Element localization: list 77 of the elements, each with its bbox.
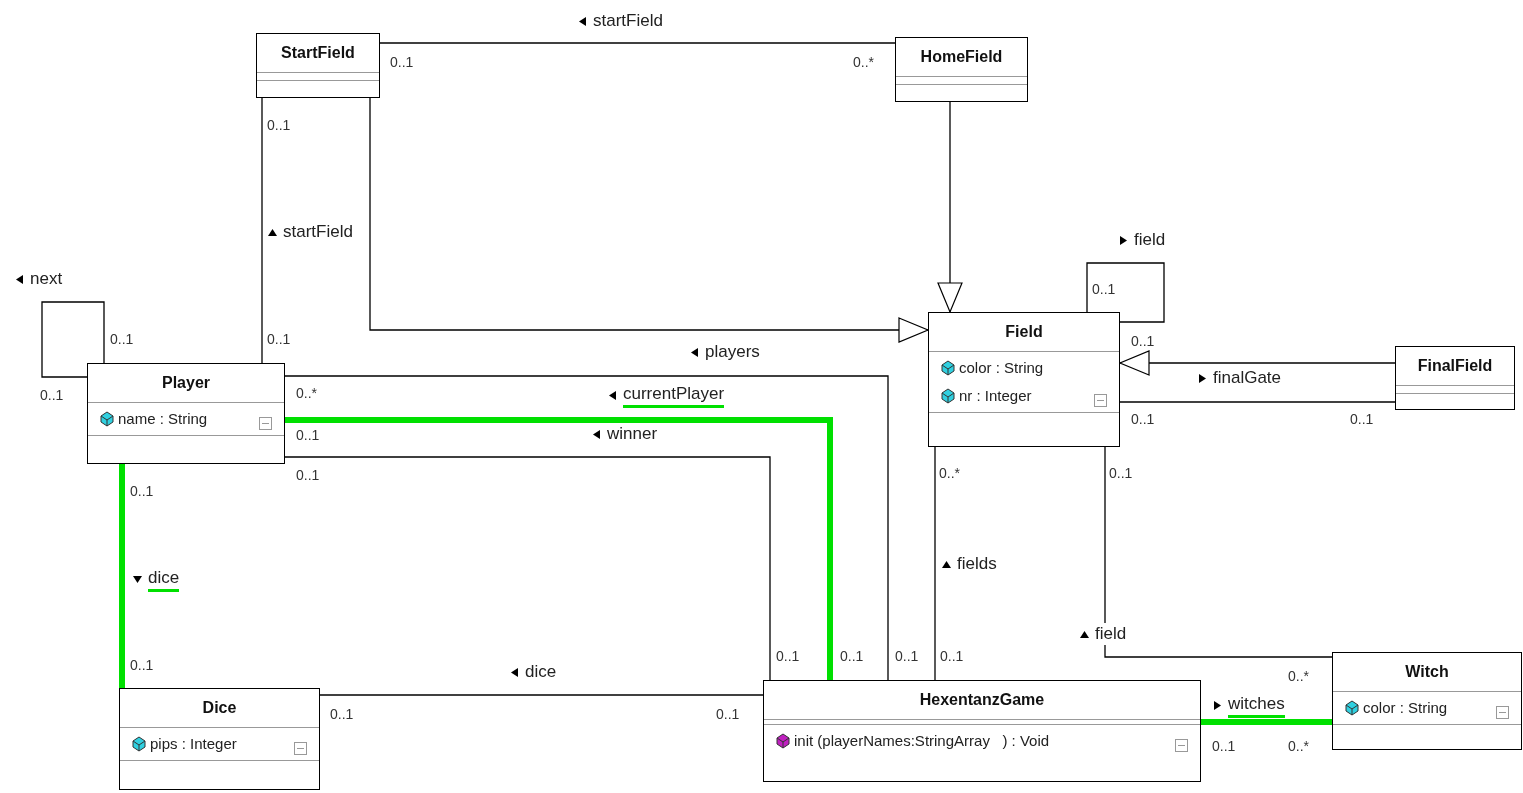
association-line: [119, 464, 125, 688]
edge-label: field: [1134, 229, 1166, 251]
edge-label: dice: [525, 661, 557, 683]
attribute-text: color : String: [1363, 697, 1448, 718]
multiplicity-label: 0..*: [1288, 737, 1309, 755]
association-line: [934, 446, 936, 681]
multiplicity-label: 0..1: [1131, 410, 1155, 428]
edge-label: field: [1095, 623, 1127, 645]
association-line: [379, 42, 896, 44]
class-name: Witch: [1405, 662, 1449, 682]
class-box: [87, 363, 285, 464]
class-name: HexentanzGame: [919, 690, 1045, 710]
association-line: [319, 694, 764, 696]
multiplicity-label: 0..1: [110, 330, 134, 348]
attribute-text: pips : Integer: [150, 733, 237, 754]
multiplicity-label: 0..1: [940, 647, 964, 665]
multiplicity-label: 0..1: [267, 330, 291, 348]
attribute-text: name : String: [118, 408, 208, 429]
generalization-arrow: [369, 97, 929, 343]
association-line: [1201, 719, 1332, 725]
class-box: [763, 680, 1201, 782]
multiplicity-label: 0..1: [390, 53, 414, 71]
class-box: [1395, 346, 1515, 410]
association-line: [1119, 401, 1396, 403]
multiplicity-label: 0..*: [296, 384, 317, 402]
association-line: [1086, 262, 1165, 323]
class-name: Dice: [202, 698, 237, 718]
class-name: StartField: [281, 43, 355, 63]
edge-label: players: [705, 341, 760, 363]
class-box: [119, 688, 320, 790]
multiplicity-label: 0..1: [330, 705, 354, 723]
class-name: Player: [161, 373, 210, 393]
edge-label: witches: [1228, 693, 1285, 718]
multiplicity-label: 0..1: [267, 116, 291, 134]
multiplicity-label: 0..1: [1350, 410, 1374, 428]
class-name: Field: [1005, 322, 1043, 342]
multiplicity-label: 0..1: [130, 656, 154, 674]
association-line: [284, 375, 889, 681]
association-line: [284, 456, 771, 681]
multiplicity-label: 0..*: [939, 464, 960, 482]
multiplicity-label: 0..*: [1288, 667, 1309, 685]
multiplicity-label: 0..1: [840, 647, 864, 665]
edge-label: finalGate: [1213, 367, 1282, 389]
edge-label: currentPlayer: [623, 383, 725, 408]
edge-label: next: [30, 268, 63, 290]
multiplicity-label: 0..1: [716, 705, 740, 723]
operation-text: init (playerNames:StringArray ) : Void: [794, 730, 1050, 751]
multiplicity-label: 0..*: [853, 53, 874, 71]
edge-label: winner: [607, 423, 658, 445]
edge-label: startField: [593, 10, 663, 32]
generalization-arrow: [1119, 350, 1396, 376]
class-box: [928, 312, 1120, 447]
class-box: [1332, 652, 1522, 750]
multiplicity-label: 0..1: [1092, 280, 1116, 298]
class-box: [895, 37, 1028, 102]
multiplicity-label: 0..1: [1212, 737, 1236, 755]
class-box: [256, 33, 380, 98]
multiplicity-label: 0..1: [130, 482, 154, 500]
class-name: FinalField: [1417, 356, 1493, 376]
multiplicity-label: 0..1: [776, 647, 800, 665]
generalization-arrow: [937, 101, 963, 313]
edge-label: fields: [957, 553, 997, 575]
edge-label: dice: [148, 567, 180, 592]
multiplicity-label: 0..1: [895, 647, 919, 665]
multiplicity-label: 0..1: [296, 466, 320, 484]
multiplicity-label: 0..1: [1131, 332, 1155, 350]
association-line: [41, 301, 105, 378]
multiplicity-label: 0..1: [40, 386, 64, 404]
attribute-text: nr : Integer: [959, 385, 1032, 406]
edge-label: startField: [283, 221, 353, 243]
association-line: [285, 417, 833, 680]
association-line: [1104, 446, 1333, 658]
attribute-text: color : String: [959, 357, 1044, 378]
class-name: HomeField: [920, 47, 1003, 67]
multiplicity-label: 0..1: [296, 426, 320, 444]
multiplicity-label: 0..1: [1109, 464, 1133, 482]
association-line: [261, 97, 263, 364]
